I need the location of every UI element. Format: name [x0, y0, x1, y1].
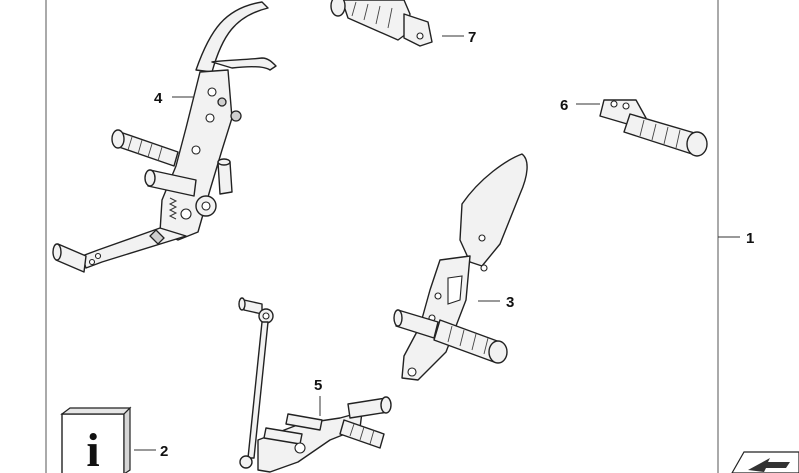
part-5-rod-end-top	[243, 299, 263, 315]
part-6-footpeg[interactable]	[599, 99, 708, 157]
part-4-footpeg-end	[111, 129, 125, 149]
part-6-peg-grip	[639, 119, 681, 149]
part-4-boss-hole	[201, 201, 211, 211]
callout-4[interactable]: 4	[154, 90, 163, 107]
part-5-plate-hole	[294, 442, 306, 454]
part-7-peg-grip	[351, 1, 393, 29]
part-3-footpeg-end	[488, 340, 508, 364]
part-7-peg-end	[330, 0, 346, 17]
part-3-bolt-head	[393, 309, 403, 327]
part-3-guard-hole	[480, 264, 488, 272]
callout-7[interactable]: 7	[468, 29, 476, 46]
part-4-hole	[94, 252, 102, 260]
part-5-shift-rod	[247, 321, 269, 459]
part-7-peg-mount	[403, 13, 433, 47]
part-4-hole	[88, 258, 96, 266]
part-7-footpeg[interactable]	[330, 0, 433, 47]
part-6-mount-hole	[610, 100, 618, 108]
part-5-lever-end	[380, 396, 392, 414]
part-4-shift-arm	[81, 227, 187, 269]
part-5-bolt	[285, 413, 323, 431]
part-4-lever-assembly[interactable]	[52, 1, 277, 273]
part-4-toe-peg-end	[52, 243, 62, 261]
callout-3[interactable]: 3	[506, 294, 514, 311]
part-4-bolt	[230, 110, 242, 122]
part-4-pivot-end	[144, 169, 156, 187]
part-4-hole	[205, 113, 215, 123]
part-3-footpeg-grip	[447, 325, 489, 355]
part-4-pin-top	[217, 158, 231, 166]
callout-2[interactable]: 2	[160, 443, 168, 460]
part-5-ball-joint-hole	[262, 312, 270, 320]
part-4-hole	[207, 87, 217, 97]
callout-1[interactable]: 1	[746, 230, 754, 247]
part-5-rod-nut	[238, 297, 246, 311]
part-3-plate-hole	[434, 292, 442, 300]
part-4-main-plate	[159, 69, 233, 241]
part-4-bolt	[217, 97, 227, 107]
part-3-plate-hole	[407, 367, 417, 377]
part-4-top-clip	[211, 57, 277, 71]
callout-5[interactable]: 5	[314, 377, 322, 394]
part-4-nut	[149, 229, 165, 245]
part-4-footpeg-grip	[127, 136, 163, 162]
part-5-toe-peg-grip	[349, 423, 375, 445]
part-3-plate-slot	[447, 275, 463, 305]
part-3-footrest-bracket[interactable]	[393, 153, 528, 381]
part-6-mount-hole	[622, 102, 630, 110]
part-4-footpeg	[115, 131, 179, 167]
part-4-hole	[180, 208, 192, 220]
arrow-icon	[731, 451, 799, 473]
info-icon-glyph: i	[86, 424, 99, 473]
part-5-shift-linkage[interactable]	[238, 297, 392, 473]
part-3-guard-hole	[478, 234, 486, 242]
part-7-mount-hole	[416, 32, 424, 40]
part-4-pin	[217, 161, 233, 195]
part-6-peg-end	[686, 131, 708, 157]
part-7-peg-body	[341, 0, 411, 41]
part-4-spring	[168, 197, 178, 220]
callout-6[interactable]: 6	[560, 97, 568, 114]
part-4-hole	[191, 145, 201, 155]
part-3-heel-guard	[459, 153, 528, 267]
part-4-cable-bracket	[195, 1, 269, 73]
part-5-ball-joint-bottom	[239, 455, 253, 469]
info-icon[interactable]: i	[60, 406, 132, 473]
